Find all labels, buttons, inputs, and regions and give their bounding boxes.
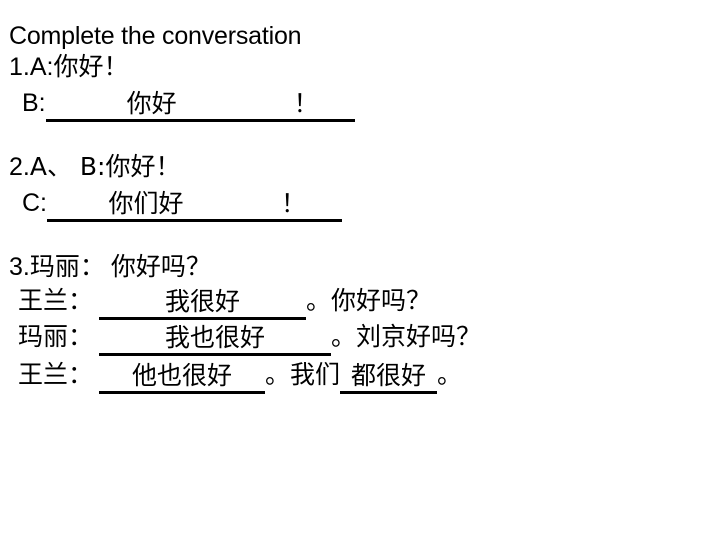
exercise-2-answer: C: 你们好 ！ [22, 188, 342, 222]
exercise-3-line-3-blank-1[interactable]: 他也很好 [99, 360, 266, 394]
page-title: Complete the conversation [9, 22, 302, 50]
exercise-3-line-2-punct: 。 [331, 322, 357, 351]
exercise-2-number: 2. [9, 153, 30, 181]
exercise-2-answer-speaker: C: [22, 189, 47, 217]
exercise-3-number: 3. [9, 253, 30, 281]
exercise-1-answer-tail-blank[interactable]: ！ [257, 88, 355, 122]
exercise-1-prompt: 1.A:你好！ [9, 52, 129, 82]
exercise-1-prompt-text: 你好！ [53, 52, 129, 81]
exercise-3-line-1-blank[interactable]: 我很好 [99, 286, 307, 320]
exercise-3-line-2-speaker: 玛丽： [18, 322, 94, 351]
exercise-3-line-2-rest: 刘京好吗？ [356, 322, 482, 351]
exercise-3-line-1-rest: 你好吗？ [331, 286, 432, 315]
exercise-3-line-3-blank-2[interactable]: 都很好 [340, 360, 438, 394]
exercise-1-number: 1. [9, 53, 30, 81]
exercise-3-line-1-punct: 。 [306, 286, 332, 315]
exercise-3-prompt: 3.玛丽：你好吗？ [9, 252, 211, 282]
exercise-1-answer-text: 你好 [126, 89, 177, 118]
exercise-2-answer-tail-blank[interactable]: ！ [245, 188, 342, 222]
exercise-2-answer-tail: ！ [280, 189, 306, 218]
exercise-1-answer-speaker: B: [22, 89, 46, 117]
exercise-1-prompt-speaker: A: [29, 53, 54, 81]
exercise-2-answer-text: 你们好 [108, 189, 184, 218]
exercise-1-answer-blank[interactable]: 你好 [45, 88, 258, 122]
exercise-3-dialog-line-2: 玛丽： 我也很好 。刘京好吗？ [18, 322, 481, 356]
exercise-3-line-3-punct-1: 。 [265, 360, 291, 389]
exercise-3-line-3-blank-1-text: 他也很好 [132, 361, 233, 390]
exercise-3-dialog-line-3: 王兰：他也很好。我们都很好。 [18, 360, 462, 394]
exercise-2-answer-blank[interactable]: 你们好 [47, 188, 245, 222]
exercise-3-prompt-text: 你好吗？ [110, 252, 211, 281]
exercise-3-line-3-blank-2-text: 都很好 [351, 361, 427, 390]
exercise-3-line-1-speaker: 王兰： [18, 286, 94, 315]
exercise-3-line-3-speaker: 王兰： [18, 360, 94, 389]
exercise-3-dialog-line-1: 王兰： 我很好 。你好吗？ [18, 286, 431, 320]
exercise-1-answer: B: 你好 ！ [22, 88, 355, 122]
exercise-2-prompt-text: 你好！ [105, 152, 181, 181]
exercise-3-line-3-mid: 我们 [290, 360, 341, 389]
exercise-3-line-2-blank[interactable]: 我也很好 [99, 322, 332, 356]
exercise-1-answer-tail: ！ [293, 89, 319, 118]
exercise-2-prompt: 2.A、 B:你好！ [9, 152, 181, 182]
exercise-3-line-2-blank-text: 我也很好 [165, 323, 266, 352]
exercise-3-line-3-punct-2: 。 [437, 360, 463, 389]
exercise-2-prompt-speaker: A、 B: [29, 152, 106, 181]
exercise-3-line-1-blank-text: 我很好 [165, 287, 241, 316]
exercise-3-prompt-speaker: 玛丽： [29, 252, 105, 281]
